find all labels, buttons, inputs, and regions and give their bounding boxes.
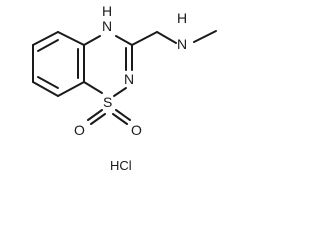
- bond: [32, 31, 59, 46]
- atom-h-ring: H: [102, 3, 112, 19]
- double-bond-inner: [37, 39, 59, 52]
- double-bond-inner: [37, 76, 59, 89]
- double-bond: [90, 113, 106, 125]
- double-bond: [115, 109, 131, 121]
- bond: [131, 31, 158, 46]
- atom-h-amine: H: [177, 10, 187, 26]
- benzene-ring: [32, 31, 85, 97]
- atom-s: S: [103, 94, 112, 110]
- double-bond: [87, 109, 103, 121]
- bond: [193, 30, 217, 43]
- thiadiazine-ring: [83, 35, 133, 97]
- atom-o-left: O: [74, 122, 85, 138]
- atom-n-ring-right: N: [124, 71, 134, 87]
- bond: [83, 81, 103, 94]
- atom-n-amine: N: [177, 36, 187, 52]
- bond: [32, 81, 59, 97]
- sulfonyl-bonds: [87, 109, 131, 125]
- side-chain: [131, 30, 217, 46]
- bond: [57, 81, 85, 97]
- atom-n-ring-top: N: [102, 18, 112, 34]
- bond: [113, 87, 127, 97]
- bond: [156, 31, 177, 44]
- chemical-structure: H N N S O O H N HCl: [32, 3, 217, 173]
- salt-label: HCl: [110, 158, 132, 173]
- double-bond: [112, 113, 128, 125]
- atom-o-right: O: [131, 122, 142, 138]
- bond: [83, 35, 101, 46]
- bond: [57, 31, 85, 46]
- bond: [115, 35, 133, 46]
